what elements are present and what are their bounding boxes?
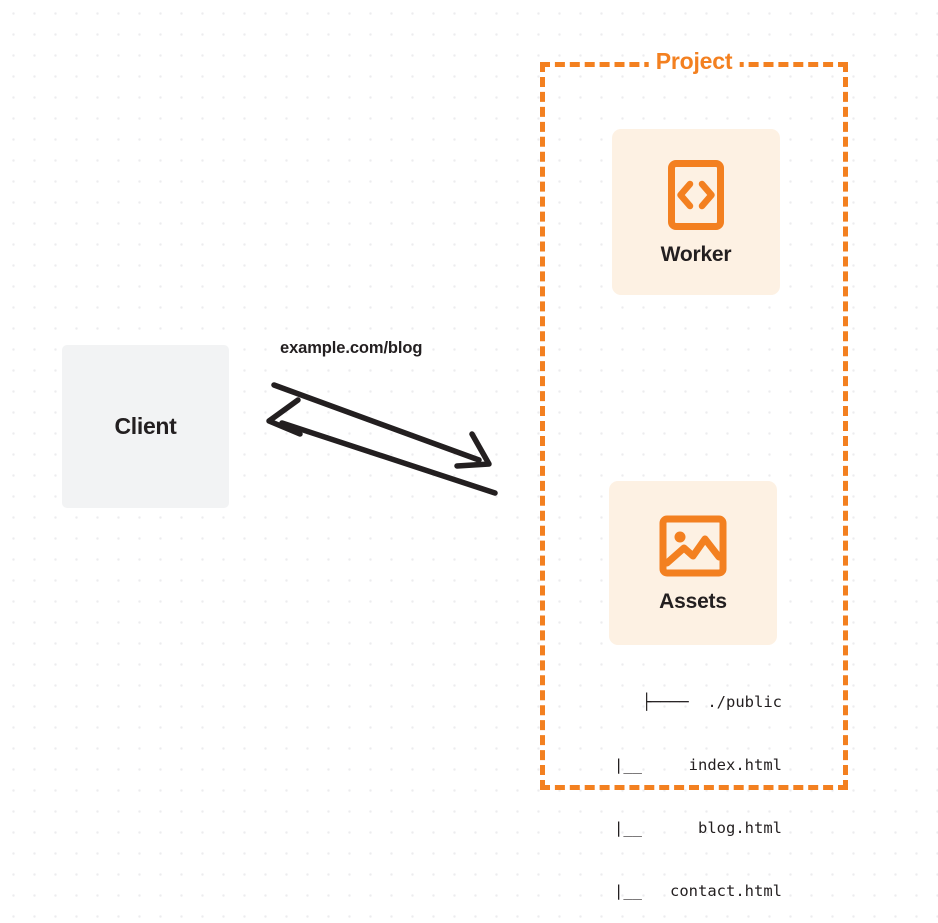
assets-label: Assets bbox=[659, 589, 727, 613]
code-file-icon bbox=[668, 159, 724, 230]
tree-line-public: ├──── ./public bbox=[642, 693, 782, 711]
request-url-label: example.com/blog bbox=[280, 339, 423, 357]
arrow-left-icon bbox=[266, 397, 498, 496]
tree-line-index-html: |__ index.html bbox=[614, 756, 782, 774]
project-container: Project bbox=[540, 50, 848, 790]
arrow-right-icon bbox=[271, 382, 492, 469]
client-label: Client bbox=[114, 413, 177, 439]
assets-file-tree: ├──── ./public |__ index.html |__ blog.h… bbox=[560, 650, 782, 923]
worker-node[interactable]: Worker bbox=[612, 129, 780, 295]
assets-node[interactable]: Assets bbox=[609, 481, 777, 645]
tree-line-contact-html: |__ contact.html bbox=[614, 882, 782, 900]
client-node[interactable]: Client bbox=[62, 345, 229, 508]
image-icon bbox=[659, 515, 727, 577]
project-label: Project bbox=[648, 50, 740, 74]
tree-line-blog-html: |__ blog.html bbox=[614, 819, 782, 837]
worker-label: Worker bbox=[660, 242, 732, 266]
